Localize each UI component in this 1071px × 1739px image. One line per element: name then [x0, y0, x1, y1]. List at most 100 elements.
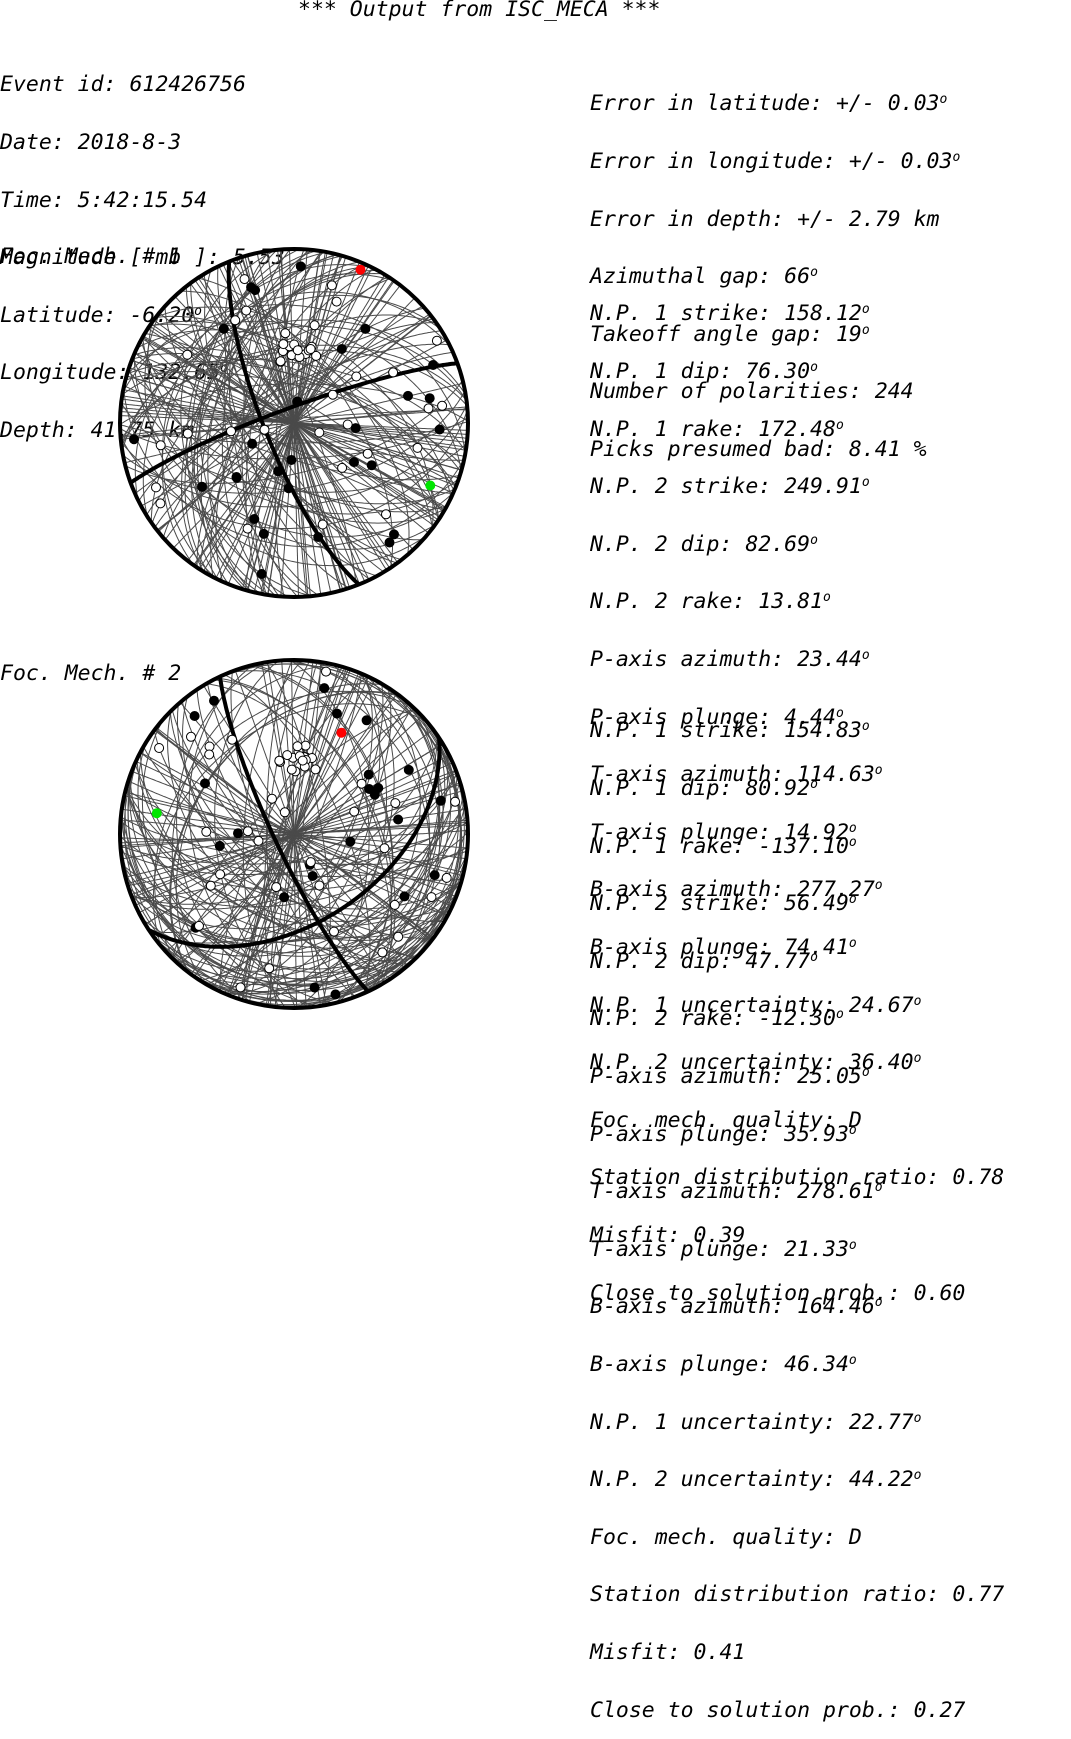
uncertainty-curve: [149, 323, 439, 521]
uncertainty-curve: [127, 782, 461, 886]
compression-marker: [197, 481, 207, 492]
dilatation-marker: [274, 755, 285, 766]
param-line: P-axis azimuth: 25.05o: [590, 1063, 870, 1089]
param-line: P-axis plunge: 35.93o: [590, 1121, 857, 1147]
uncertainty-curve: [126, 320, 462, 471]
focal-sphere-outline: [118, 658, 470, 1010]
dilatation-marker: [423, 403, 434, 414]
uncertainty-curve: [120, 816, 468, 875]
uncertainty-curve: [188, 664, 335, 1004]
uncertainty-curve: [226, 673, 381, 995]
beachball-1: [118, 247, 470, 599]
dilatation-marker: [282, 750, 293, 761]
error-latitude-line: Error in latitude: +/- 0.03o: [590, 91, 948, 117]
compression-marker: [129, 434, 139, 445]
compression-marker: [366, 460, 377, 471]
uncertainty-curve: [223, 674, 371, 994]
uncertainty-curve: [214, 660, 310, 1008]
param-line: T-axis plunge: 21.33o: [590, 1236, 857, 1262]
dilatation-marker: [309, 320, 320, 331]
uncertainty-curve: [172, 708, 416, 960]
dilatation-marker: [239, 274, 250, 285]
dilatation-marker: [389, 899, 400, 910]
compression-marker: [309, 982, 320, 993]
dilatation-marker: [426, 892, 437, 903]
uncertainty-curve: [196, 277, 391, 568]
param-line: N.P. 2 rake: -12.30o: [590, 1006, 844, 1032]
compression-marker: [273, 466, 284, 477]
uncertainty-curve: [129, 774, 458, 970]
compression-marker: [313, 532, 324, 542]
uncertainty-curve: [120, 819, 468, 1001]
param-line: T-axis azimuth: 114.63o: [590, 762, 883, 788]
dilatation-marker: [241, 305, 252, 316]
dilatation-marker: [242, 826, 253, 837]
compression-marker: [189, 711, 200, 721]
dilatation-marker: [292, 741, 303, 752]
uncertainty-curve: [197, 663, 463, 980]
param-line: N.P. 2 uncertainty: 44.22o: [590, 1467, 922, 1493]
dilatation-marker: [388, 367, 399, 378]
uncertainty-curve: [200, 261, 360, 585]
compression-marker: [250, 285, 261, 296]
param-line: N.P. 1 uncertainty: 24.67o: [590, 992, 922, 1018]
uncertainty-curve: [267, 250, 321, 596]
param-line: N.P. 1 dip: 76.30o: [590, 359, 818, 384]
dilatation-marker: [186, 731, 196, 742]
compression-marker: [214, 840, 225, 851]
dilatation-marker: [182, 428, 193, 439]
uncertainty-curve: [217, 266, 371, 580]
param-line: N.P. 2 dip: 47.77o: [590, 948, 818, 974]
dilatation-marker: [337, 462, 348, 473]
uncertainty-curve: [124, 793, 464, 943]
uncertainty-curve: [176, 661, 321, 1007]
uncertainty-curve: [120, 409, 468, 437]
compression-marker: [429, 870, 440, 881]
compression-marker: [332, 708, 342, 719]
uncertainty-curve: [126, 785, 462, 940]
dilatation-marker: [242, 523, 253, 534]
uncertainty-curve: [154, 318, 434, 528]
compression-marker: [435, 795, 446, 806]
focal-sphere-outline: [118, 247, 470, 599]
uncertainty-curve: [175, 706, 413, 963]
uncertainty-curve: [123, 735, 439, 1002]
uncertainty-curve: [121, 807, 467, 985]
polarities-count-line: Number of polarities: 244: [590, 379, 914, 405]
uncertainty-curve: [169, 711, 418, 957]
dilatation-marker: [259, 424, 270, 435]
dilatation-marker: [437, 400, 448, 411]
beachball-2: [118, 658, 470, 1010]
compression-marker: [403, 390, 413, 401]
compression-marker: [279, 892, 290, 903]
dilatation-marker: [450, 796, 461, 807]
param-line: N.P. 2 rake: 13.81o: [590, 589, 831, 615]
param-line: N.P. 2 strike: 249.91o: [590, 474, 870, 500]
event-magnitude-line: Magnitude [ mb ]: 5.53: [0, 245, 285, 271]
takeoff-gap-line: Takeoff angle gap: 19o: [590, 321, 870, 347]
nodal-plane-2: [148, 737, 442, 949]
compression-marker: [283, 483, 294, 494]
uncertainty-curve: [120, 404, 468, 508]
compression-marker: [361, 715, 372, 726]
uncertainty-curve: [131, 360, 457, 486]
bad-picks-line: Picks presumed bad: 8.41 %: [590, 436, 927, 462]
param-line: B-axis plunge: 46.34o: [590, 1351, 857, 1377]
dilatation-marker: [321, 666, 331, 677]
param-line: N.P. 2 strike: 56.49o: [590, 891, 857, 917]
uncertainty-curve: [241, 667, 347, 1001]
compression-marker: [209, 695, 219, 706]
dilatation-marker: [278, 339, 289, 350]
error-longitude-line: Error in longitude: +/- 0.03o: [590, 149, 961, 174]
dilatation-marker: [362, 448, 373, 459]
dilatation-marker: [305, 857, 316, 868]
dilatation-marker: [441, 872, 452, 883]
dilatation-marker: [356, 778, 367, 789]
nodal-plane-2: [129, 361, 458, 485]
dilatation-marker: [275, 356, 286, 367]
param-line: N.P. 1 strike: 154.83o: [590, 718, 870, 744]
compression-marker: [403, 764, 414, 775]
uncertainty-curve: [147, 321, 436, 550]
compression-marker: [369, 789, 380, 800]
dilatation-marker: [230, 315, 241, 326]
